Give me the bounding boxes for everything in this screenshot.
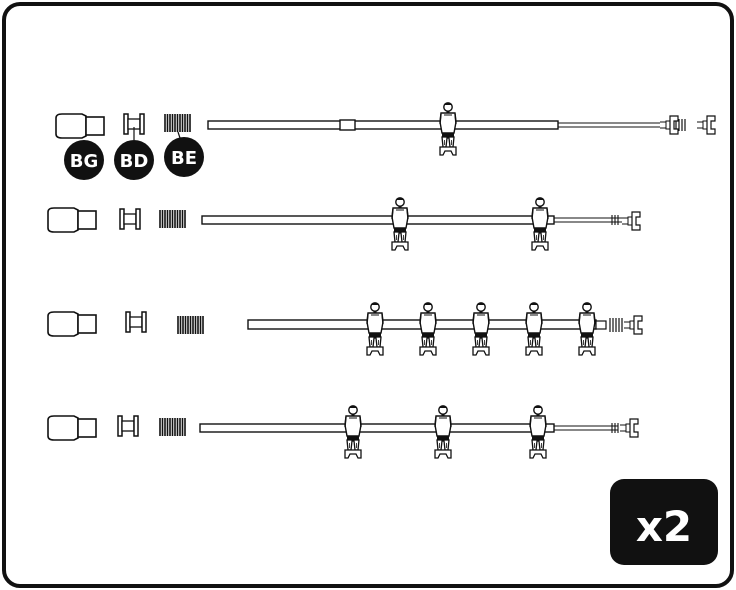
- grip-part: [47, 415, 97, 441]
- part-badge-bd: BD: [114, 140, 154, 180]
- part-label-bd: BD: [120, 151, 149, 172]
- part-label-bg: BG: [70, 151, 99, 172]
- rod-assembly-2: [47, 197, 641, 251]
- quantity-label: x2: [636, 502, 692, 551]
- rod-assembly-1: BG BD BE: [55, 102, 716, 180]
- part-label-be: BE: [171, 148, 197, 169]
- rod: [207, 120, 559, 130]
- grip-part: [55, 113, 105, 139]
- rod-assembly-3: [47, 302, 643, 356]
- rod-assembly-4: [47, 405, 639, 459]
- part-badge-bg: BG: [64, 140, 104, 180]
- quantity-badge: x2: [610, 479, 718, 565]
- grip-part: [47, 207, 97, 233]
- grip-part: [47, 311, 97, 337]
- rod: [201, 215, 555, 225]
- rod: [199, 423, 555, 433]
- part-badge-be: BE: [164, 137, 204, 177]
